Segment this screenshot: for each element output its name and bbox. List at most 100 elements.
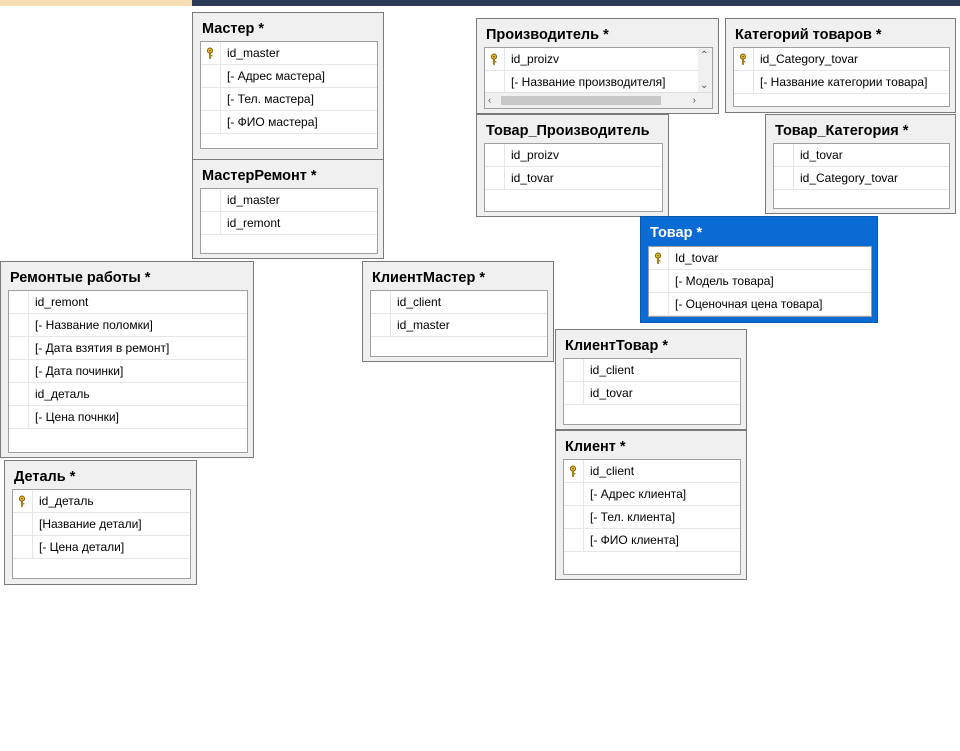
column-row[interactable]: id_proizv bbox=[485, 48, 698, 71]
column-row[interactable]: id_tovar bbox=[485, 167, 662, 190]
column-row[interactable]: [- Оценочная цена товара] bbox=[649, 293, 871, 316]
row-selector[interactable] bbox=[485, 71, 505, 93]
primary-key-icon bbox=[206, 47, 214, 59]
column-row[interactable]: id_Category_tovar bbox=[734, 48, 949, 71]
table-master[interactable]: Мастер *id_master[- Адрес мастера][- Тел… bbox=[192, 12, 384, 160]
row-selector[interactable] bbox=[13, 490, 33, 512]
table-client[interactable]: Клиент *id_client[- Адрес клиента][- Тел… bbox=[555, 430, 747, 580]
column-row[interactable]: id_proizv bbox=[485, 144, 662, 167]
column-row[interactable]: [- Название поломки] bbox=[9, 314, 247, 337]
column-row[interactable]: id_client bbox=[371, 291, 547, 314]
table-tovar[interactable]: Товар * Id_tovar[- Модель товара][- Оцено… bbox=[640, 216, 878, 323]
row-selector[interactable] bbox=[201, 111, 221, 133]
row-selector[interactable] bbox=[9, 314, 29, 336]
scroll-down-icon[interactable]: ⌄ bbox=[700, 80, 709, 91]
column-row[interactable]: id_master bbox=[201, 189, 377, 212]
column-row[interactable]: [- ФИО клиента] bbox=[564, 529, 740, 552]
row-selector[interactable] bbox=[9, 360, 29, 382]
column-row[interactable]: id_master bbox=[201, 42, 377, 65]
table-category[interactable]: Категорий товаров * id_Category_tovar [- Н… bbox=[725, 18, 956, 113]
row-selector[interactable] bbox=[649, 293, 669, 315]
row-selector[interactable] bbox=[201, 189, 221, 211]
scroll-up-icon[interactable]: ⌃ bbox=[700, 50, 709, 61]
column-name: id_Category_tovar bbox=[760, 52, 859, 66]
column-row[interactable]: [- Дата взятия в ремонт] bbox=[9, 337, 247, 360]
column-name: [- Название категории товара] bbox=[760, 75, 928, 89]
row-selector[interactable] bbox=[564, 460, 584, 482]
table-remont[interactable]: Ремонтые работы *id_remont[- Название по… bbox=[0, 261, 254, 458]
row-selector[interactable] bbox=[13, 536, 33, 558]
column-row[interactable]: id_remont bbox=[201, 212, 377, 235]
row-selector[interactable] bbox=[371, 291, 391, 313]
column-name: [- ФИО клиента] bbox=[590, 533, 679, 547]
column-row[interactable]: [- Адрес клиента] bbox=[564, 483, 740, 506]
column-row[interactable]: [- Цена почнки] bbox=[9, 406, 247, 429]
row-selector[interactable] bbox=[371, 314, 391, 336]
column-row[interactable]: id_tovar bbox=[564, 382, 740, 405]
column-row[interactable]: [- Модель товара] bbox=[649, 270, 871, 293]
column-row[interactable]: Id_tovar bbox=[649, 247, 871, 270]
column-row[interactable]: id_client bbox=[564, 359, 740, 382]
column-row[interactable]: [- ФИО мастера] bbox=[201, 111, 377, 134]
row-selector[interactable] bbox=[564, 529, 584, 551]
table-title: Товар * bbox=[650, 225, 703, 241]
row-selector[interactable] bbox=[9, 406, 29, 428]
row-selector[interactable] bbox=[485, 144, 505, 166]
column-row[interactable]: [- Адрес мастера] bbox=[201, 65, 377, 88]
row-selector[interactable] bbox=[774, 167, 794, 189]
row-selector[interactable] bbox=[485, 48, 505, 70]
row-selector[interactable] bbox=[734, 71, 754, 93]
row-selector[interactable] bbox=[201, 212, 221, 234]
row-selector[interactable] bbox=[201, 65, 221, 87]
column-row[interactable]: [- Название категории товара] bbox=[734, 71, 949, 94]
row-selector[interactable] bbox=[485, 167, 505, 189]
row-selector[interactable] bbox=[9, 337, 29, 359]
column-row[interactable]: [- Дата починки] bbox=[9, 360, 247, 383]
row-selector[interactable] bbox=[734, 48, 754, 70]
scroll-left-icon[interactable]: ‹ bbox=[488, 95, 492, 106]
column-row[interactable]: [- Название производителя] bbox=[485, 71, 698, 94]
row-selector[interactable] bbox=[201, 42, 221, 64]
table-proizvoditel[interactable]: Производитель *id_proizv[- Название прои… bbox=[476, 18, 719, 114]
row-selector[interactable] bbox=[649, 270, 669, 292]
column-row[interactable]: [- Тел. мастера] bbox=[201, 88, 377, 111]
table-title: Категорий товаров * bbox=[735, 27, 882, 43]
vertical-scrollbar[interactable]: ⌃⌄ bbox=[698, 48, 712, 93]
row-selector[interactable] bbox=[9, 291, 29, 313]
table-title: МастерРемонт * bbox=[202, 168, 317, 184]
primary-key-icon bbox=[18, 495, 26, 507]
primary-key-icon bbox=[739, 53, 747, 65]
column-row[interactable]: id_master bbox=[371, 314, 547, 337]
column-row[interactable]: id_tovar bbox=[774, 144, 949, 167]
column-name: [- Тел. клиента] bbox=[590, 510, 676, 524]
row-selector[interactable] bbox=[774, 144, 794, 166]
row-selector[interactable] bbox=[201, 88, 221, 110]
row-selector[interactable] bbox=[564, 506, 584, 528]
column-row[interactable]: [- Цена детали] bbox=[13, 536, 190, 559]
column-row[interactable]: id_деталь bbox=[9, 383, 247, 406]
row-selector[interactable] bbox=[564, 382, 584, 404]
primary-key-icon bbox=[569, 465, 577, 477]
table-detal[interactable]: Деталь *id_деталь[Название детали][- Цен… bbox=[4, 460, 197, 585]
scroll-thumb[interactable] bbox=[501, 96, 661, 105]
document-tab[interactable] bbox=[0, 0, 192, 6]
column-row[interactable]: [Название детали] bbox=[13, 513, 190, 536]
column-row[interactable]: id_деталь bbox=[13, 490, 190, 513]
column-row[interactable]: id_remont bbox=[9, 291, 247, 314]
horizontal-scrollbar[interactable]: ‹› bbox=[485, 92, 712, 108]
column-row[interactable]: id_client bbox=[564, 460, 740, 483]
column-row[interactable]: [- Тел. клиента] bbox=[564, 506, 740, 529]
scroll-right-icon[interactable]: › bbox=[692, 95, 696, 106]
row-selector[interactable] bbox=[13, 513, 33, 535]
row-selector[interactable] bbox=[564, 359, 584, 381]
row-selector[interactable] bbox=[9, 383, 29, 405]
column-row[interactable]: id_Category_tovar bbox=[774, 167, 949, 190]
row-selector[interactable] bbox=[649, 247, 669, 269]
row-selector[interactable] bbox=[564, 483, 584, 505]
